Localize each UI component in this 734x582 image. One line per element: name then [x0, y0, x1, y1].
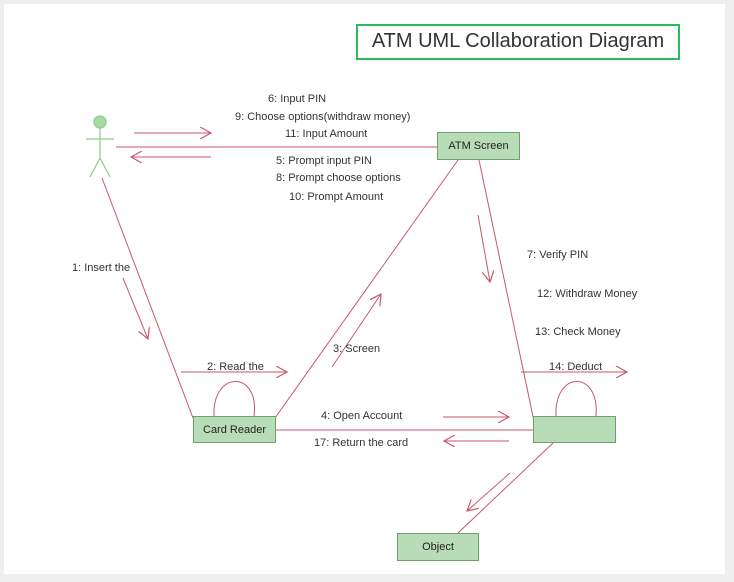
object-object[interactable]: Object — [397, 533, 479, 561]
message-17: 17: Return the card — [314, 437, 409, 449]
diagram-title-box: ATM UML Collaboration Diagram — [356, 24, 680, 60]
message-1: 1: Insert the — [72, 262, 131, 274]
message-13: 13: Check Money — [535, 326, 621, 338]
message-11: 11: Input Amount — [285, 128, 368, 140]
message-7: 7: Verify PIN — [527, 249, 589, 261]
message-8: 8: Prompt choose options — [276, 172, 401, 184]
link-cardreader-atmscreen — [274, 159, 459, 419]
self-loop-card-reader — [213, 381, 255, 417]
message-5: 5: Prompt input PIN — [276, 155, 372, 167]
message-9: 9: Choose options(withdraw money) — [235, 111, 411, 123]
self-loop-account — [555, 381, 597, 417]
diagram-title: ATM UML Collaboration Diagram — [371, 30, 665, 52]
card-reader-object[interactable]: Card Reader — [193, 416, 276, 443]
arrow-verify-pin — [477, 214, 490, 282]
message-3: 3: Screen — [333, 343, 381, 355]
arrow-insert-card — [122, 277, 148, 339]
link-account-object — [457, 442, 554, 534]
actor-stick-figure — [86, 115, 114, 178]
message-6: 6: Input PIN — [268, 93, 327, 105]
diagram-canvas — [4, 4, 725, 574]
message-4: 4: Open Account — [321, 410, 403, 422]
link-atmscreen-account — [478, 159, 536, 427]
arrow-to-object — [467, 472, 511, 511]
arrow-screen — [331, 294, 381, 368]
link-actor-cardreader — [101, 177, 194, 419]
message-12: 12: Withdraw Money — [537, 288, 638, 300]
message-14: 14: Deduct — [549, 361, 603, 373]
message-10: 10: Prompt Amount — [289, 191, 384, 203]
atm-screen-object[interactable]: ATM Screen — [437, 132, 520, 160]
message-2: 2: Read the — [207, 361, 264, 373]
account-object[interactable] — [533, 416, 616, 443]
